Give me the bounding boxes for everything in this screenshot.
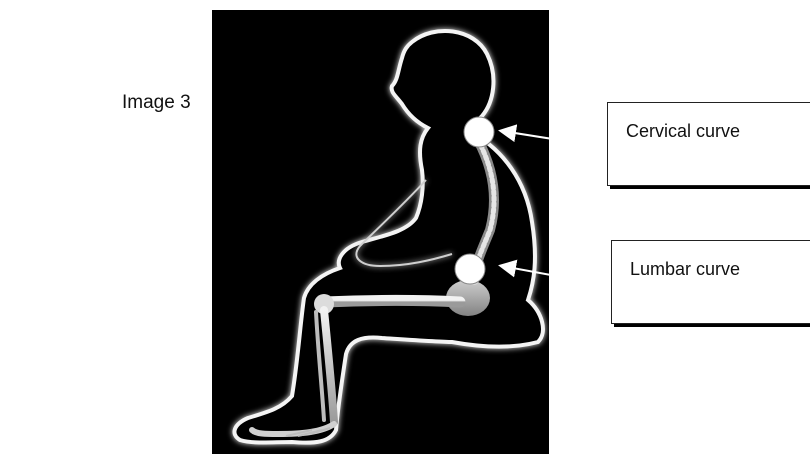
lumbar-curve-callout: Lumbar curve (611, 240, 810, 324)
femur-bone (324, 301, 460, 303)
cervical-marker (464, 117, 494, 147)
seated-child-skeleton-illustration (212, 10, 549, 454)
child-silhouette (234, 31, 543, 443)
cervical-curve-callout: Cervical curve (607, 102, 810, 186)
lumbar-marker (455, 254, 485, 284)
cervical-curve-label: Cervical curve (626, 121, 740, 142)
skeleton-illustration-svg (212, 10, 549, 454)
image-caption: Image 3 (122, 92, 191, 114)
lumbar-curve-label: Lumbar curve (630, 259, 740, 280)
